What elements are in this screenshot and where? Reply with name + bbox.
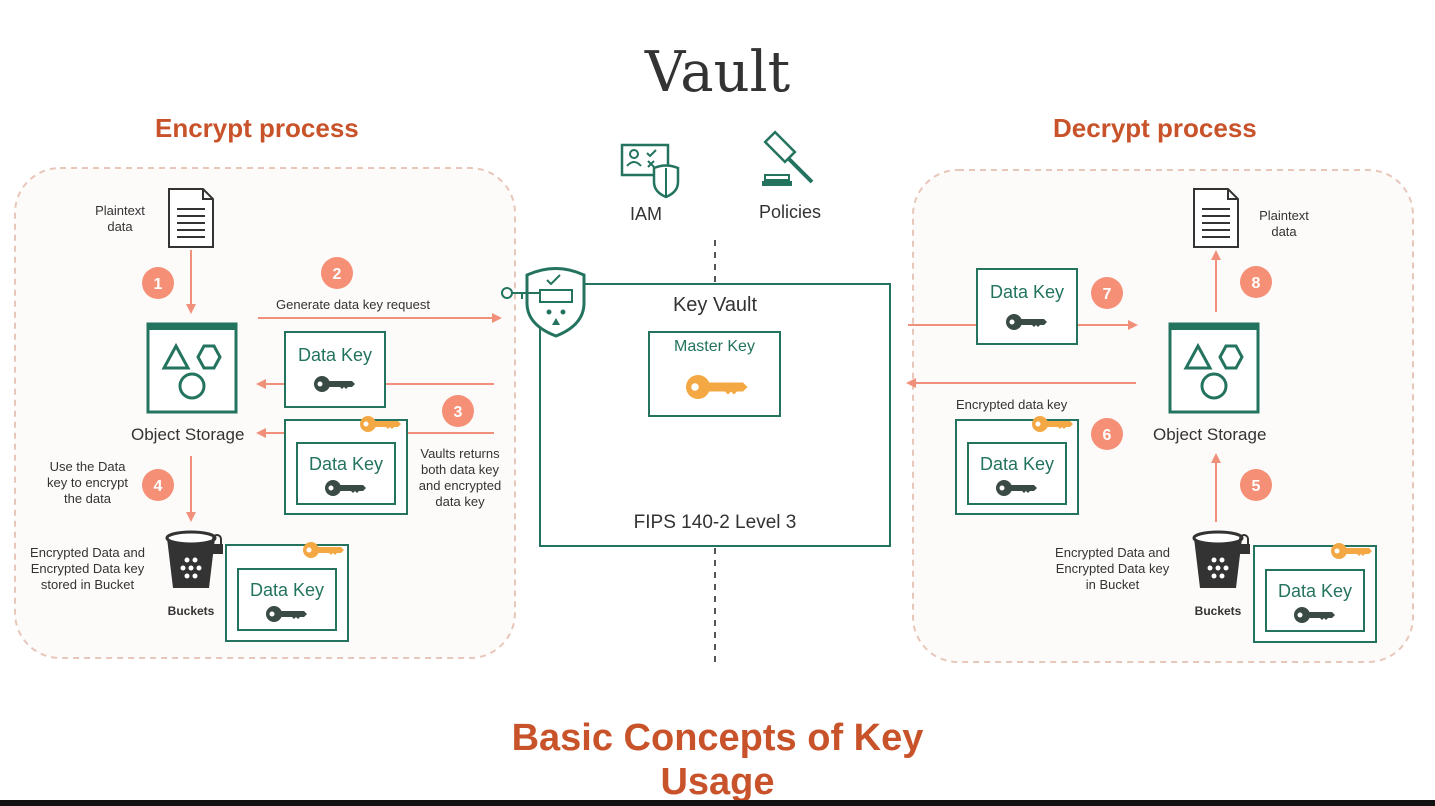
step-badge-8: 8	[1240, 266, 1272, 298]
step-badge-4: 4	[142, 469, 174, 501]
bucket-key-inner	[237, 568, 337, 631]
plaintext-doc-icon-right	[1193, 188, 1239, 248]
data-key-label: Data Key	[297, 345, 373, 365]
svg-text:1: 1	[154, 276, 163, 293]
encrypted-data-key-inner	[296, 442, 396, 505]
svg-text:3: 3	[454, 404, 463, 421]
bucket-data-key-label-right: Data Key	[1277, 581, 1353, 601]
data-key-box-right	[976, 268, 1078, 345]
master-key-label: Master Key	[674, 338, 755, 355]
object-storage-icon-right	[1168, 322, 1260, 414]
step-badge-2: 2	[321, 257, 353, 289]
vault-shield-icon	[501, 267, 586, 338]
svg-text:8: 8	[1252, 275, 1261, 292]
bucket-data-key-label: Data Key	[249, 580, 325, 600]
master-key-box	[648, 331, 781, 417]
iam-icon	[620, 143, 680, 199]
bottom-bar	[0, 800, 1435, 806]
encrypted-data-key-label-right: Encrypted data key	[956, 397, 1068, 412]
iam-label: IAM	[630, 204, 663, 224]
data-key-label-right: Data Key	[989, 282, 1065, 302]
encrypt-process-title: Encrypt process	[155, 113, 359, 143]
step2-label: Generate data key request	[276, 297, 430, 312]
object-storage-icon	[146, 322, 238, 414]
svg-text:6: 6	[1103, 427, 1112, 444]
gavel-icon	[762, 130, 814, 186]
bucket-key-inner-right	[1265, 569, 1365, 632]
buckets-label: Buckets	[167, 604, 215, 618]
step-badge-1: 1	[142, 267, 174, 299]
policies-label: Policies	[759, 202, 822, 222]
object-storage-label-right: Object Storage	[1153, 425, 1267, 444]
data-key-box	[284, 331, 386, 408]
step-badge-5: 5	[1240, 469, 1272, 501]
step-badge-6: 6	[1091, 418, 1123, 450]
page-title: Vault	[644, 40, 791, 105]
svg-text:5: 5	[1252, 478, 1261, 495]
encrypted-key-inner-right	[967, 442, 1067, 505]
key-vault-label: Key Vault	[672, 294, 758, 316]
decrypt-process-title: Decrypt process	[1053, 113, 1257, 143]
plaintext-doc-icon	[168, 188, 214, 248]
buckets-label-right: Buckets	[1194, 604, 1242, 618]
encrypt-panel	[14, 167, 516, 659]
svg-text:7: 7	[1103, 286, 1112, 303]
encrypted-data-key-label: Data Key	[308, 454, 384, 474]
svg-text:4: 4	[154, 478, 163, 495]
object-storage-label: Object Storage	[131, 425, 245, 444]
encrypted-key-data-key-label-right: Data Key	[979, 454, 1055, 474]
step-badge-7: 7	[1091, 277, 1123, 309]
fips-label: FIPS 140-2 Level 3	[633, 512, 797, 533]
step-badge-3: 3	[442, 395, 474, 427]
svg-text:2: 2	[333, 266, 342, 283]
